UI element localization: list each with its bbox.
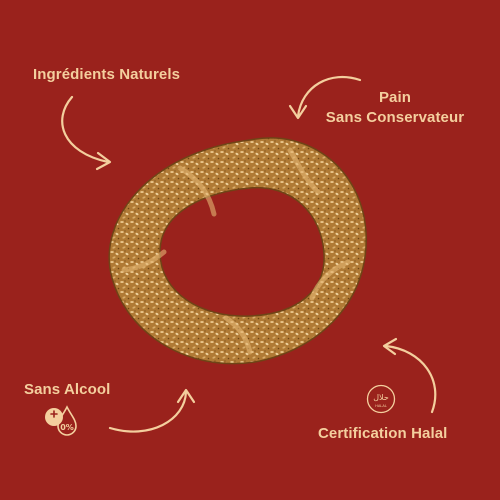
simit-bread-image — [108, 137, 367, 365]
alcohol-percent-text: 0% — [60, 423, 74, 432]
arrow-alcool-icon — [108, 388, 196, 433]
label-sans-alcool: Sans Alcool — [24, 381, 111, 398]
arrow-pain-icon — [288, 75, 362, 120]
label-pain-sans-conservateur: Pain Sans Conservateur — [305, 88, 485, 128]
halal-badge-arabic: حلال — [373, 393, 389, 402]
no-alcohol-drop-icon: 0% — [45, 405, 77, 436]
label-certification-halal: Certification Halal — [318, 425, 448, 442]
halal-badge-latin: HALAL — [375, 404, 387, 408]
arrow-halal-icon — [382, 337, 437, 414]
label-pain-line2: Sans Conservateur — [325, 109, 465, 126]
label-ingredients-naturels: Ingrédients Naturels — [33, 66, 181, 83]
halal-badge-icon: حلال HALAL — [366, 384, 396, 414]
arrow-ingredients-icon — [61, 95, 112, 171]
label-pain-line1: Pain — [378, 89, 412, 106]
